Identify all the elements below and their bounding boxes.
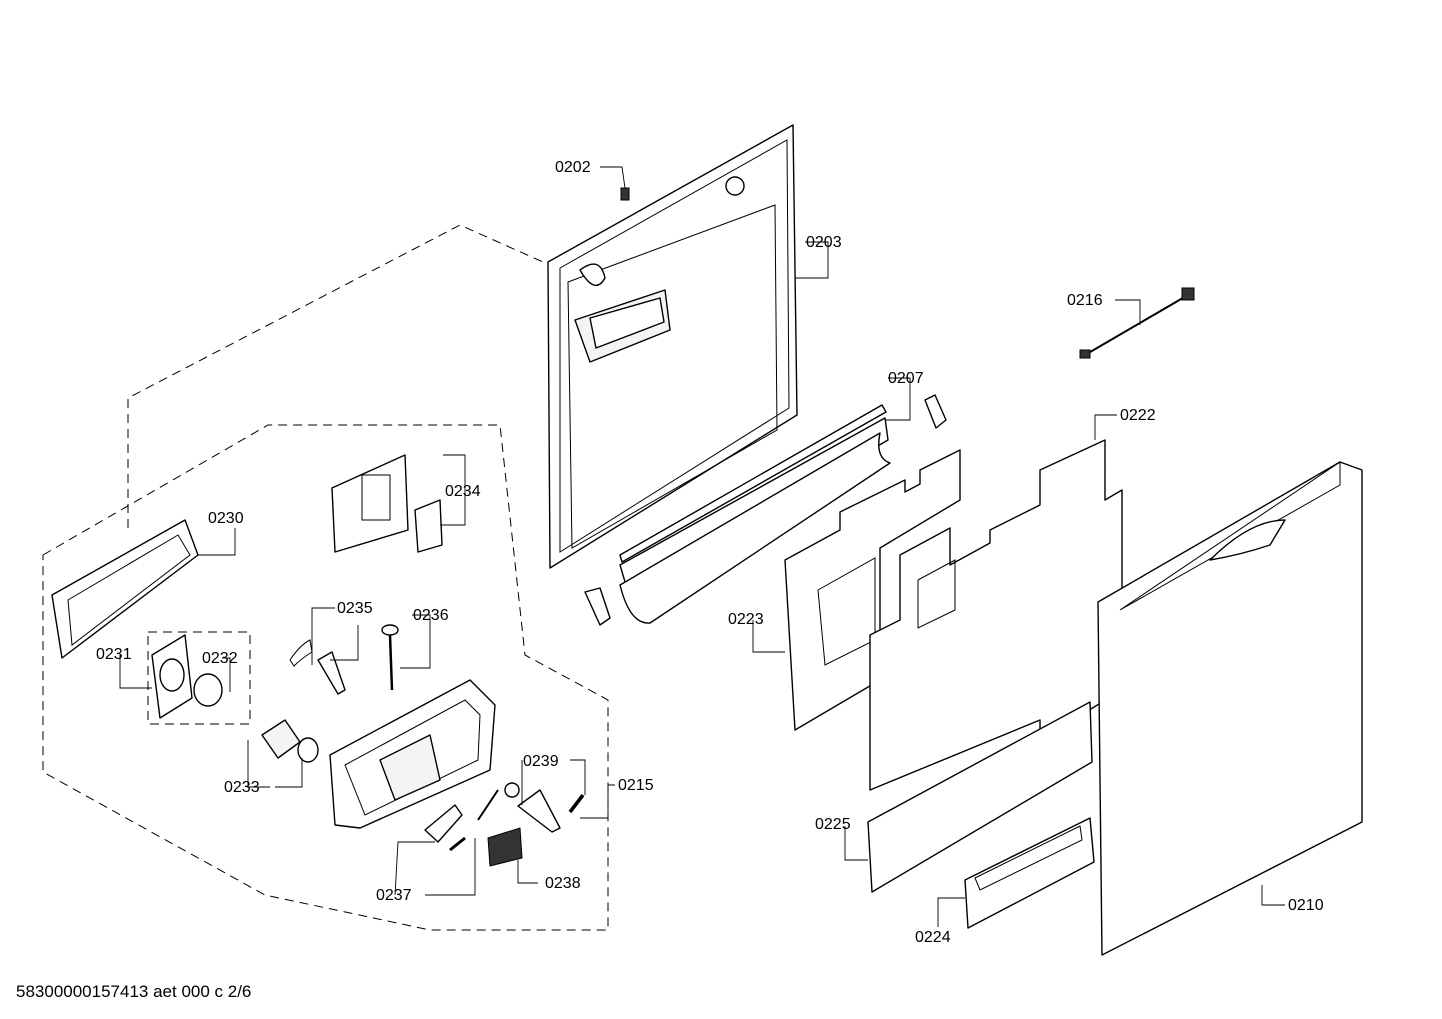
label-0225: 0225 <box>815 816 851 833</box>
leader-lines <box>119 166 1285 927</box>
label-0230: 0230 <box>208 510 244 527</box>
drawing-reference: 58300000157413 aet 000 c 2/6 <box>16 982 252 1001</box>
label-0235: 0235 <box>337 600 373 617</box>
part-0203-inner-door <box>547 124 798 569</box>
label-0215: 0215 <box>618 777 654 794</box>
label-0216: 0216 <box>1067 292 1103 309</box>
label-0223: 0223 <box>728 611 764 628</box>
label-0237: 0237 <box>376 887 412 904</box>
part-0237-0238-0239-small-parts <box>424 782 585 867</box>
part-0202-screw <box>620 187 630 201</box>
part-0207-profile-strip <box>584 394 947 626</box>
part-0210-outer-door <box>1097 461 1363 956</box>
label-0222: 0222 <box>1120 407 1156 424</box>
part-labels: 0202 0203 0207 0216 0222 0223 0225 0224 … <box>96 159 1324 946</box>
part-0231-0232-closure <box>151 634 223 719</box>
part-0235-0236-small-parts <box>289 624 399 695</box>
label-0203: 0203 <box>806 234 842 251</box>
label-0202: 0202 <box>555 159 591 176</box>
part-0234-filter <box>331 454 443 553</box>
part-0230-frame <box>51 519 199 659</box>
label-0236: 0236 <box>413 607 449 624</box>
part-0224-handle-rail <box>964 817 1095 929</box>
label-0234: 0234 <box>445 483 481 500</box>
part-0215-dispenser <box>329 679 496 829</box>
label-0210: 0210 <box>1288 897 1324 914</box>
label-0207: 0207 <box>888 370 924 387</box>
part-0233-fitting <box>261 719 319 763</box>
label-0232: 0232 <box>202 650 238 667</box>
part-0216-cable <box>1079 287 1195 359</box>
label-0238: 0238 <box>545 875 581 892</box>
label-0231: 0231 <box>96 646 132 663</box>
label-0224: 0224 <box>915 929 951 946</box>
part-0225-lower-panel <box>867 701 1093 893</box>
label-0233: 0233 <box>224 779 260 796</box>
label-0239: 0239 <box>523 753 559 770</box>
